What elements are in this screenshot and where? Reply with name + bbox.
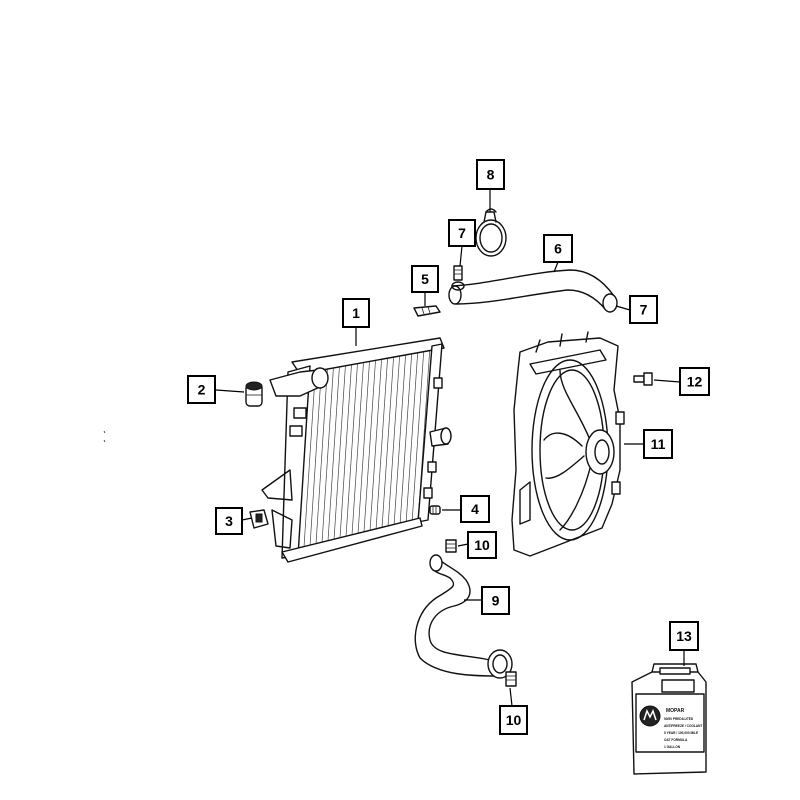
callout-11: 11: [643, 429, 673, 459]
upper-radiator-hose: [448, 269, 618, 313]
radiator-bracket: [249, 509, 269, 529]
svg-text:6: 6: [554, 241, 562, 257]
hose-clip: [413, 305, 441, 317]
bottle-label-line-5: 1 GALLON: [664, 745, 681, 749]
callout-7-upper: 7: [448, 219, 476, 247]
callout-7-right: 7: [629, 295, 658, 324]
callout-4: 4: [460, 495, 490, 523]
drain-plug: [429, 505, 441, 515]
cooling-fan-module: [511, 331, 625, 557]
svg-text:7: 7: [640, 302, 648, 318]
svg-text:12: 12: [687, 374, 703, 390]
callout-2: 2: [187, 375, 216, 404]
callout-1: 1: [342, 298, 370, 328]
bottle-label-line-3: 5 YEAR / 100,000 MILE: [664, 731, 698, 735]
callout-13: 13: [669, 621, 699, 651]
callout-8: 8: [476, 159, 505, 190]
callout-9: 9: [481, 586, 510, 615]
callout-3: 3: [215, 507, 243, 535]
svg-text:10: 10: [506, 712, 522, 728]
lower-radiator-hose: [414, 554, 513, 679]
svg-text:3: 3: [225, 513, 233, 529]
svg-text:5: 5: [421, 271, 429, 287]
callout-6: 6: [543, 234, 573, 263]
spring-clamp: [475, 208, 507, 257]
callout-10-upper: 10: [467, 531, 497, 559]
leader-lines: [215, 190, 685, 707]
bottle-label-line-2: ANTIFREEZE / COOLANT: [664, 724, 702, 728]
svg-text:4: 4: [471, 501, 479, 517]
radiator-isolator: [245, 381, 263, 407]
hose-clamp-lower-bottom: [505, 671, 517, 687]
fan-mount-bolt: [633, 372, 653, 386]
svg-text:1: 1: [352, 305, 360, 321]
svg-text:10: 10: [474, 537, 490, 553]
radiator: [261, 337, 452, 563]
svg-text:7: 7: [458, 225, 466, 241]
svg-text:2: 2: [198, 382, 206, 398]
hose-clamp-lower-top: [445, 539, 457, 553]
bottle-label-line-1: 50/50 PREDILUTED: [664, 717, 694, 721]
svg-text:8: 8: [487, 167, 495, 183]
svg-text:11: 11: [651, 436, 666, 452]
svg-text:9: 9: [492, 593, 500, 609]
coolant-bottle: MOPAR 50/50 PREDILUTED ANTIFREEZE / COOL…: [631, 663, 707, 775]
svg-text:13: 13: [676, 628, 692, 644]
bottle-brand-text: MOPAR: [666, 708, 685, 714]
callout-10-lower: 10: [499, 705, 528, 735]
callout-12: 12: [679, 367, 710, 396]
callout-5: 5: [411, 265, 439, 293]
stray-marks: [103, 430, 106, 443]
hose-clamp-upper: [451, 265, 465, 291]
bottle-label-line-4: OAT FORMULA: [664, 738, 688, 742]
